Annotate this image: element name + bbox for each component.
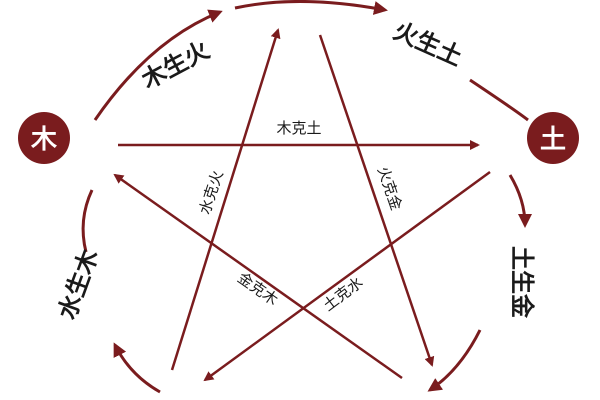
- label-water-generates-wood: 水生木: [53, 245, 104, 323]
- arrow-metal-controls-wood: [113, 173, 403, 380]
- arc-top: [234, 0, 388, 15]
- controlling-star: [113, 28, 491, 382]
- label-earth-generates-metal: 土生金: [508, 246, 536, 319]
- label-fire-generates-earth: 火生土: [389, 17, 466, 72]
- arc-metal-bottom: [427, 329, 482, 392]
- arrow-earth-controls-water: [203, 170, 491, 382]
- label-wood-generates-fire: 木生火: [136, 36, 214, 95]
- arc-fire-to-earth: [469, 78, 529, 122]
- arc-bottom-left: [113, 342, 161, 394]
- arc-earth-to-metal: [508, 174, 532, 228]
- element-node-earth: 土: [527, 112, 579, 164]
- arrow-fire-controls-metal: [318, 34, 435, 367]
- arc-wood-to-fire: [93, 9, 223, 121]
- element-wood-label: 木: [30, 125, 57, 155]
- element-earth-label: 土: [540, 125, 566, 155]
- label-wood-controls-earth: 木克土: [276, 119, 321, 137]
- arc-water-to-wood: [81, 189, 94, 253]
- generating-cycle: [81, 0, 532, 394]
- arrow-water-controls-fire: [170, 28, 281, 371]
- element-node-wood: 木: [18, 112, 70, 164]
